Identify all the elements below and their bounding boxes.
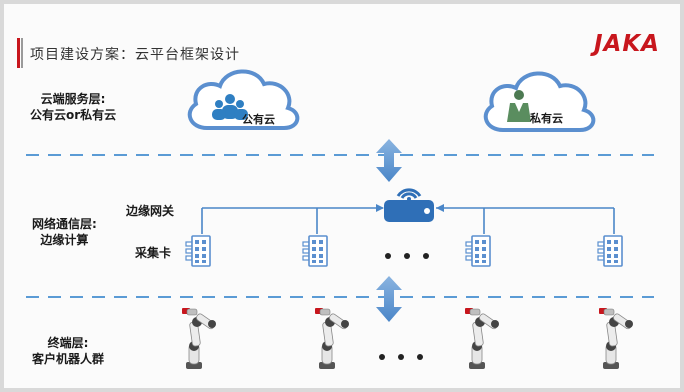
collection-card-icon xyxy=(302,235,328,267)
terminal-layer-label: 终端层: 客户机器人群 xyxy=(32,335,104,367)
router-icon xyxy=(384,188,434,222)
robot-arm-icon xyxy=(314,307,350,370)
network-lines xyxy=(201,207,615,234)
cloud-layer-label: 云端服务层: 公有云or私有云 xyxy=(30,91,116,123)
slide-canvas: 项目建设方案：云平台框架设计 JAKA xyxy=(4,4,680,388)
collection-card-label: 采集卡 xyxy=(135,246,172,260)
private-cloud-icon xyxy=(483,71,596,132)
collection-card-icon xyxy=(185,235,211,267)
network-ellipsis xyxy=(385,253,429,259)
robot-arm-icon xyxy=(464,307,500,370)
person-icon xyxy=(507,90,531,122)
network-layer-label: 网络通信层: 边缘计算 xyxy=(32,216,97,248)
network-layer-subtitle: 边缘计算 xyxy=(40,233,89,247)
cloud-layer-subtitle: 公有云or私有云 xyxy=(30,108,117,122)
private-cloud-label: 私有云 xyxy=(530,112,563,125)
public-cloud-icon xyxy=(187,69,300,130)
jaka-logo: JAKA xyxy=(594,31,660,57)
robot-arm-icon xyxy=(181,307,217,370)
public-cloud-label: 公有云 xyxy=(242,113,275,126)
page-title: 项目建设方案：云平台框架设计 xyxy=(30,47,240,63)
cloud-layer-title: 云端服务层: xyxy=(40,92,106,106)
terminal-layer-title: 终端层: xyxy=(47,336,89,350)
up-down-arrow-bottom xyxy=(376,276,402,322)
architecture-diagram xyxy=(26,69,654,370)
title-accent-bar xyxy=(17,38,23,68)
edge-gateway-label: 边缘网关 xyxy=(126,204,175,218)
up-down-arrow-top xyxy=(376,139,402,182)
collection-card-icon xyxy=(597,235,623,267)
people-group-icon xyxy=(212,94,248,120)
collection-card-icon xyxy=(465,235,491,267)
network-layer-title: 网络通信层: xyxy=(32,217,97,231)
terminal-ellipsis xyxy=(379,354,423,360)
terminal-layer-subtitle: 客户机器人群 xyxy=(32,352,105,366)
robot-arm-icon xyxy=(598,307,634,370)
